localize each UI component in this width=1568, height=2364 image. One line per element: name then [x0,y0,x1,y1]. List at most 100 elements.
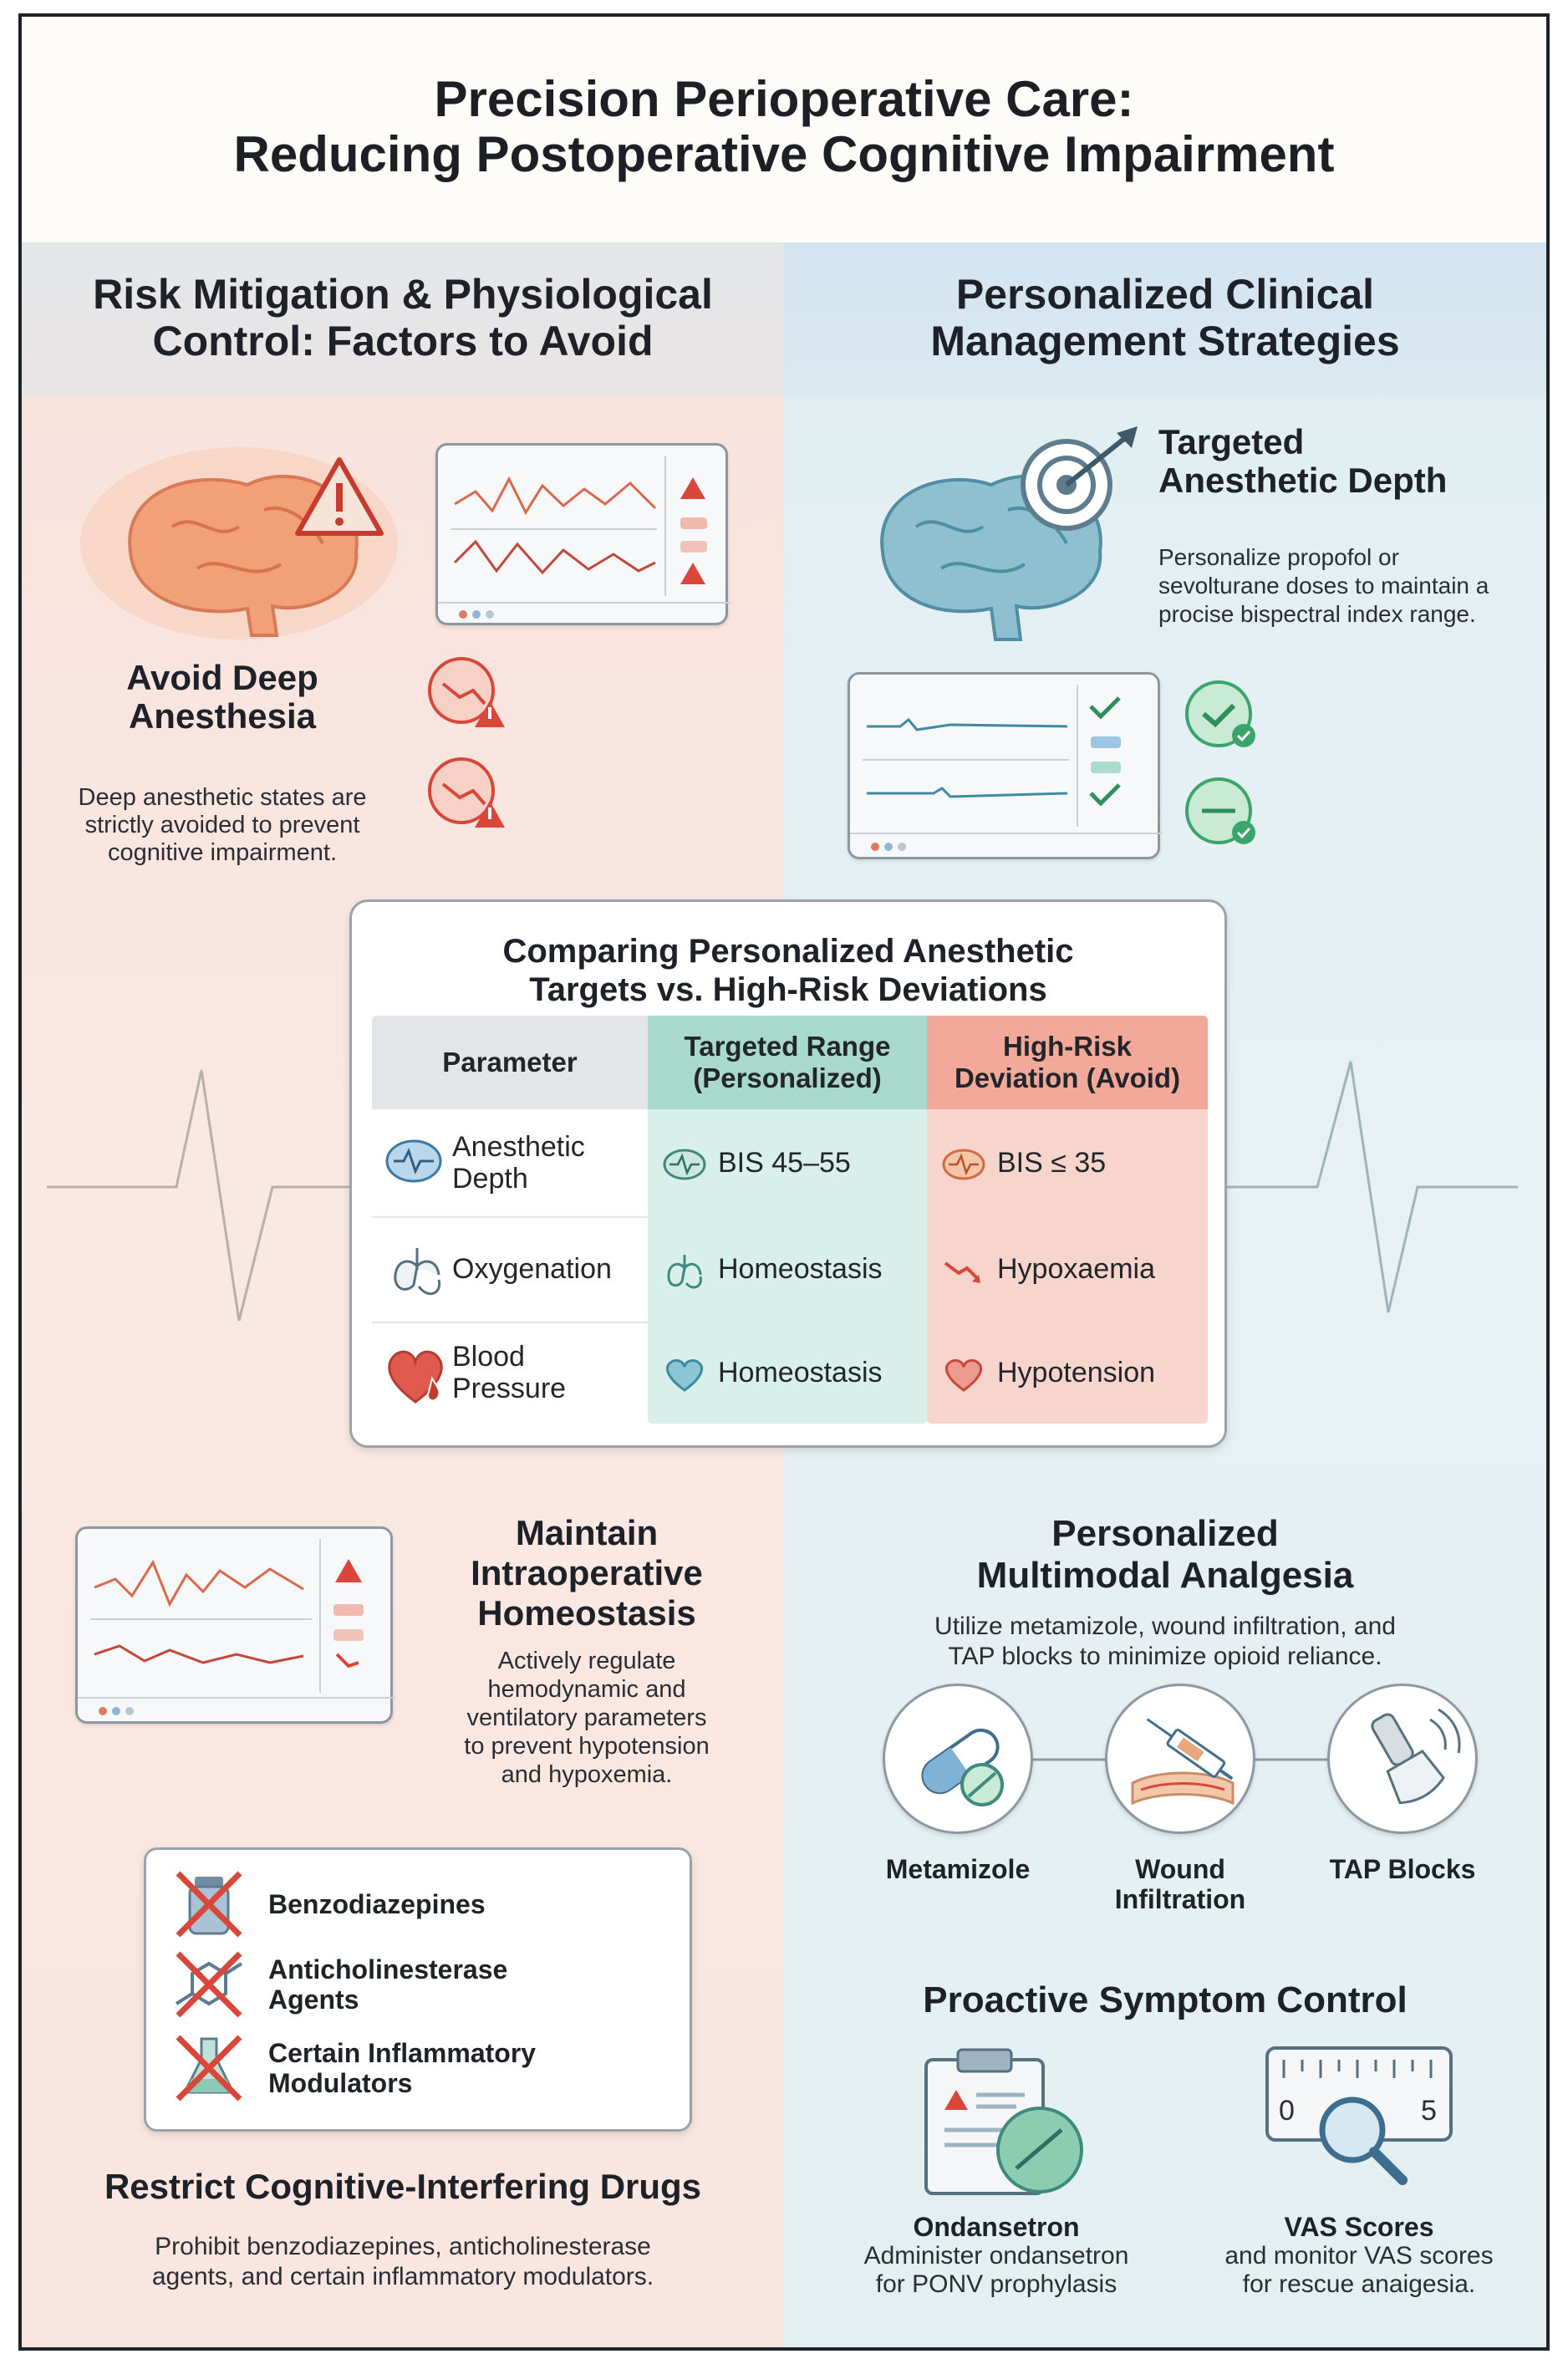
target-monitor [848,672,1163,859]
header-high-risk-deviation: High-Risk Deviation (Avoid) [927,1016,1208,1109]
row-anesthetic-depth-target: BIS 45–55 [718,1109,927,1216]
vas-scores-label: VAS Scores [1284,2212,1434,2242]
row-blood-pressure-risk-value: Hypotension [997,1356,1156,1388]
declining-trend-warning-icon-2 [428,757,505,828]
tap-blocks-icon-circle [1327,1684,1478,1834]
drug-inflammatory-modulators-label-line-1: Certain Inflammatory [268,2038,537,2068]
comparison-table-title-line-1: Comparing Personalized Anesthetic [502,933,1074,970]
brain-icon [385,1139,442,1183]
drug-benzodiazepines-label: Benzodiazepines [268,1889,486,1919]
homeostasis-monitor [75,1526,395,1724]
avoid-deep-anesthesia-description-line-2: strictly avoided to prevent [84,812,360,838]
row-blood-pressure-target: Homeostasis [718,1322,927,1424]
header-targeted-range: Targeted Range (Personalized) [648,1016,927,1109]
right-column-title: Personalized Clinical Management Strateg… [784,271,1546,364]
ondansetron-description-line-2: for PONV prophylasis [875,2270,1117,2298]
clipboard-icon [924,2048,1083,2195]
row-blood-pressure-risk: Hypotension [997,1322,1208,1424]
header-targeted-range-line-2: (Personalized) [693,1062,882,1093]
row-anesthetic-depth-parameter-line-2: Depth [452,1163,528,1195]
lung-icon [394,1248,441,1296]
drug-anticholinesterase-agents-label-line-1: Anticholinesterase [268,1954,508,1984]
homeostasis-description: Actively regulate hemodynamic and ventil… [436,1647,737,1789]
wound-infiltration-label-line-2: Infiltration [1114,1884,1246,1914]
homeostasis-title-line-3: Homeostasis [477,1593,696,1633]
ondansetron-description-line-1: Administer ondansetron [863,2242,1129,2270]
page-title: Precision Perioperative Care: Reducing P… [22,72,1546,182]
targeted-anesthetic-depth-description: Personalize propofol or sevolturane dose… [1158,543,1543,629]
ecg-trace-right [1209,1061,1518,1313]
vas-scale-max: 5 [1421,2095,1437,2127]
vas-scale-min: 0 [1279,2095,1295,2127]
molecule-icon [175,1951,243,2018]
drug-inflammatory-modulators-label: Certain Inflammatory Modulators [268,2038,536,2098]
homeostasis-description-line-5: and hypoxemia. [501,1761,673,1788]
wound-infiltration-icon-circle [1105,1684,1255,1834]
header-targeted-range-line-1: Targeted Range [684,1031,891,1062]
ecg-trace-left [47,1069,373,1322]
drug-anticholinesterase-agents-label-line-2: Agents [268,1984,359,2015]
row-blood-pressure-parameter-line-1: Blood [452,1341,525,1373]
left-column-title-line-2: Control: Factors to Avoid [152,318,654,364]
right-column-title-line-1: Personalized Clinical [955,271,1375,318]
syringe-icon [1131,1718,1235,1806]
avoid-deep-anesthesia-description-line-1: Deep anesthetic states are [78,784,367,811]
targeted-anesthetic-depth-description-line-1: Personalize propofol or [1158,544,1399,570]
metamizole-icon-circle [883,1684,1033,1834]
restrict-drugs-description-line-1: Prohibit benzodiazepines, anticholineste… [155,2233,651,2260]
row-oxygenation-target-value: Homeostasis [718,1252,883,1285]
avoid-deep-anesthesia-title-line-1: Avoid Deep [126,658,318,697]
avoid-deep-anesthesia-title-line-2: Anesthesia [128,696,317,736]
brain-icon-small [663,1149,706,1180]
title-line-1: Precision Perioperative Care: [434,71,1134,127]
avoid-deep-anesthesia-description-line-3: cognitive impairment. [108,839,337,866]
ultrasound-probe-icon [1371,1708,1461,1805]
drug-anticholinesterase-agents: Anticholinesterase Agents [171,1947,507,2022]
vas-scores-description-line-2: for rescue anaigesia. [1242,2270,1476,2298]
analgesia-description-line-1: Utilize metamizole, wound infiltration, … [934,1613,1396,1640]
title-line-2: Reducing Postoperative Cognitive Impairm… [233,126,1335,182]
brain-warning-icon [80,447,398,639]
row-anesthetic-depth-parameter-line-1: Anesthetic [452,1131,585,1163]
ondansetron-label: Ondansetron [913,2212,1080,2242]
restricted-drugs-card: Benzodiazepines Anticholinesterase Agent… [144,1847,692,2132]
row-blood-pressure-target-value: Homeostasis [718,1356,883,1388]
wound-infiltration-label-line-1: Wound [1135,1854,1225,1884]
analgesia-title-line-1: Personalized [1051,1513,1279,1554]
header-high-risk-deviation-line-2: Deviation (Avoid) [954,1062,1181,1093]
row-separator [372,1322,648,1323]
metamizole-label: Metamizole [885,1854,1031,1884]
comparison-table-title-line-2: Targets vs. High-Risk Deviations [529,971,1047,1008]
homeostasis-description-line-1: Actively regulate [497,1648,676,1674]
ecg-trace-decoration [47,1061,1518,1322]
targeted-anesthetic-depth-title-line-2: Anesthetic Depth [1158,461,1448,500]
row-oxygenation-risk-value: Hypoxaemia [997,1252,1155,1285]
homeostasis-description-line-4: to prevent hypotension [464,1733,710,1760]
drug-inflammatory-modulators: Certain Inflammatory Modulators [171,2030,536,2106]
row-oxygenation-target: Homeostasis [718,1216,927,1322]
row-separator [372,1216,648,1218]
left-column-title-line-1: Risk Mitigation & Physiological [93,271,713,318]
comparison-table: Parameter Targeted Range (Personalized) … [372,1016,1208,1424]
row-oxygenation-risk: Hypoxaemia [997,1216,1208,1322]
homeostasis-title-line-2: Intraoperative [471,1553,703,1592]
infographic-frame: Precision Perioperative Care: Reducing P… [18,13,1550,2351]
row-oxygenation-parameter-label: Oxygenation [452,1252,612,1285]
restrict-drugs-description-line-2: agents, and certain inflammatory modulat… [151,2263,654,2290]
title-band [22,17,1546,242]
vas-scale-ticks [1282,2060,1433,2078]
drug-anticholinesterase-agents-label: Anticholinesterase Agents [268,1954,507,2015]
vas-scores-description: and monitor VAS scores for rescue anaige… [1184,2242,1535,2299]
left-header-band [22,242,784,397]
declining-trend-warning-icon [428,657,505,727]
row-anesthetic-depth-target-value: BIS 45–55 [718,1146,851,1179]
homeostasis-title: Maintain Intraoperative Homeostasis [436,1513,737,1633]
header-high-risk-deviation-line-1: High-Risk [1002,1031,1132,1062]
left-column-title: Risk Mitigation & Physiological Control:… [22,271,784,364]
header-parameter: Parameter [372,1016,648,1109]
row-blood-pressure-parameter-line-2: Pressure [452,1373,567,1404]
restrict-drugs-title: Restrict Cognitive-Interfering Drugs [104,2167,702,2206]
analgesia-title-line-2: Multimodal Analgesia [976,1555,1354,1596]
